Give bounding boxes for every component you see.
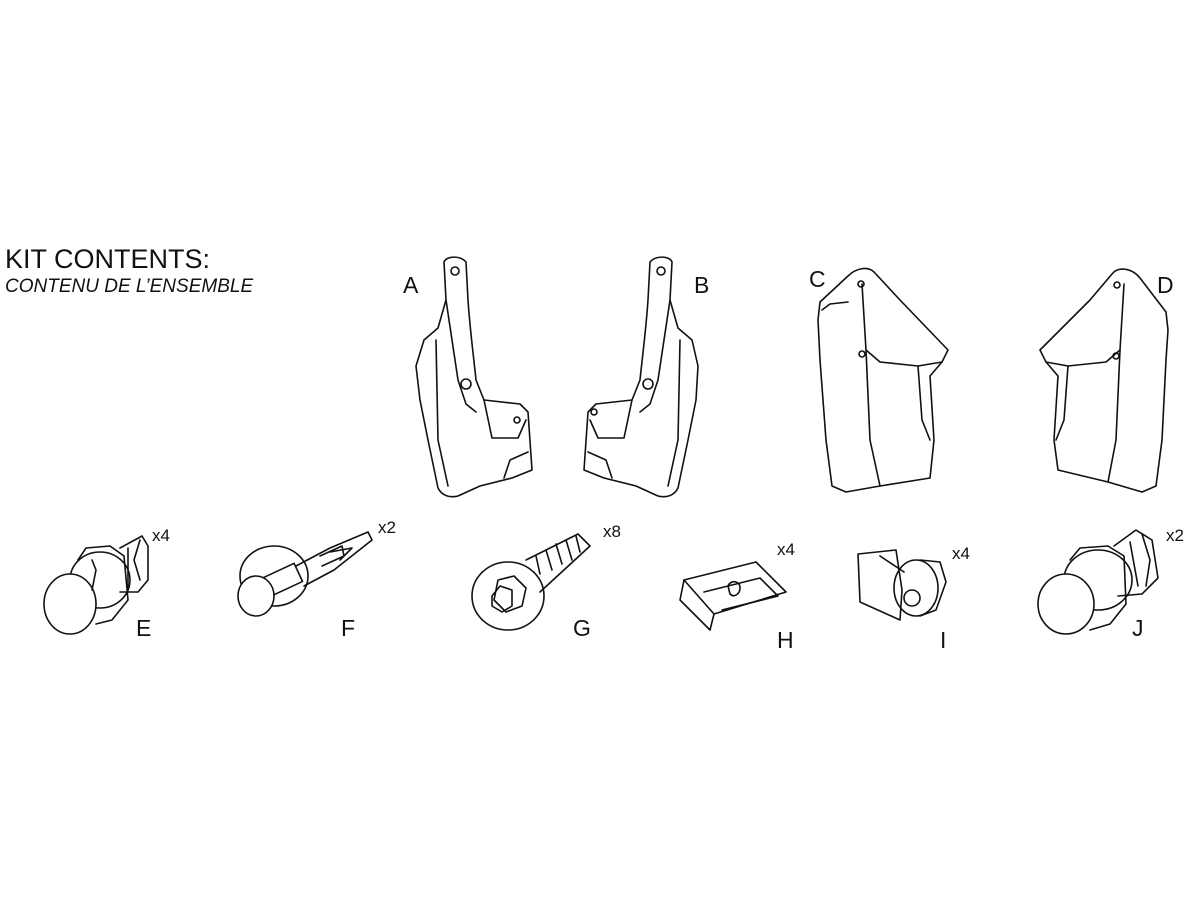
part-quantity-j: x2 xyxy=(1166,526,1184,545)
part-label-b: B xyxy=(694,272,710,298)
part-quantity-e: x4 xyxy=(152,526,170,545)
part-label-e: E xyxy=(136,615,152,641)
part-label-a: A xyxy=(403,272,419,298)
push-clip-j-drawing xyxy=(1037,529,1159,635)
speed-nut-h-drawing xyxy=(679,561,787,631)
part-label-g: G xyxy=(573,615,591,641)
hex-screw-g-drawing xyxy=(471,533,591,631)
part-label-f: F xyxy=(341,615,356,641)
part-quantity-i: x4 xyxy=(952,544,970,563)
part-quantity-h: x4 xyxy=(777,540,795,559)
part-quantity-f: x2 xyxy=(378,518,396,537)
part-label-h: H xyxy=(777,627,794,653)
j-nut-i-drawing xyxy=(857,549,947,621)
part-label-d: D xyxy=(1157,272,1174,298)
push-clip-e-drawing xyxy=(43,535,149,635)
mud-flap-d-drawing xyxy=(1039,268,1169,493)
kit-contents-subtitle: CONTENU DE L’ENSEMBLE xyxy=(5,276,254,297)
part-quantity-g: x8 xyxy=(603,522,621,541)
mud-flap-c-drawing xyxy=(817,267,949,493)
mud-flap-b-drawing xyxy=(583,256,699,498)
retainer-pin-f-drawing xyxy=(237,531,373,617)
part-label-j: J xyxy=(1132,615,1144,641)
part-label-c: C xyxy=(809,266,826,292)
part-label-i: I xyxy=(940,627,947,653)
mud-flap-a-drawing xyxy=(415,256,533,498)
kit-contents-title: KIT CONTENTS: xyxy=(5,244,211,274)
